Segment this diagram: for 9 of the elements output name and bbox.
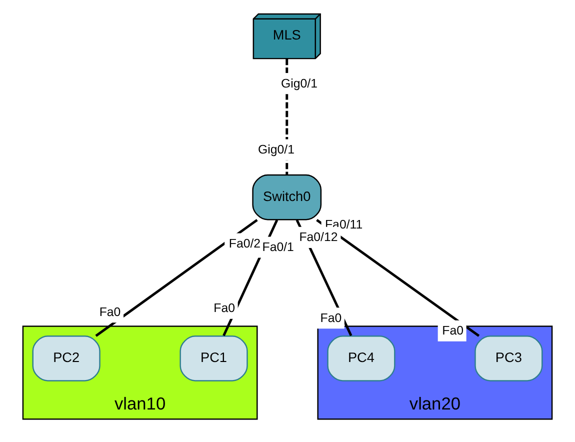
label: Fa0/2 [228, 236, 261, 250]
label: Gig0/1 [258, 142, 294, 156]
label: Fa0/1 [262, 239, 294, 254]
label: Fa0 [442, 323, 464, 338]
label: Gig0/1 [281, 76, 318, 90]
label: Fa0 [214, 300, 236, 315]
label: Fa0 [99, 304, 121, 318]
label: Fa0 [320, 310, 342, 324]
label: Fa0/12 [299, 230, 338, 244]
